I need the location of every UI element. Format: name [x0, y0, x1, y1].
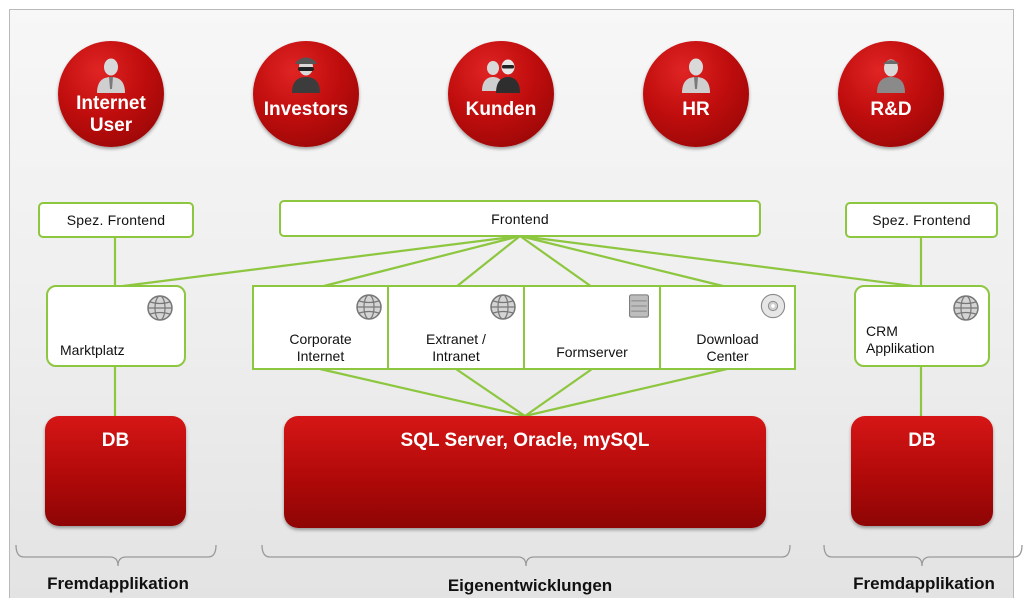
app-label: Download Center: [696, 331, 759, 364]
globe-icon: [147, 295, 173, 321]
app-crm: CRM Applikation: [854, 285, 990, 367]
user-label: HR: [682, 99, 710, 120]
user-hr: HR: [643, 41, 749, 147]
globe-icon: [490, 294, 516, 320]
app-download-center: Download Center: [661, 287, 794, 368]
user-label: Investors: [263, 99, 349, 120]
cd-icon: [760, 293, 786, 319]
frontend-right: Spez. Frontend: [845, 202, 998, 238]
user-internet-user: Internet User: [58, 41, 164, 147]
group-label-center: Eigenentwicklungen: [447, 576, 613, 595]
user-label: Internet User: [76, 93, 146, 136]
app-label: CRM Applikation: [866, 323, 935, 356]
db-label: DB: [908, 430, 936, 451]
user-label: Kunden: [465, 99, 537, 120]
group-person-icon: [482, 59, 520, 93]
frontend-center: Frontend: [279, 200, 761, 237]
frontend-left: Spez. Frontend: [38, 202, 194, 238]
app-marktplatz: Marktplatz: [46, 285, 186, 367]
person-icon: [97, 58, 125, 93]
user-investors: Investors: [253, 41, 359, 147]
server-icon: [629, 294, 649, 318]
app-label: Extranet / Intranet: [426, 331, 486, 364]
db-right: DB: [851, 416, 993, 526]
app-label: Marktplatz: [60, 342, 125, 358]
group-label-right: Fremdapplikation: [853, 574, 995, 593]
app-formserver: Formserver: [525, 287, 659, 368]
app-label: Corporate Internet: [289, 331, 352, 364]
db-label: SQL Server, Oracle, mySQL: [400, 430, 650, 451]
app-corporate-internet: Corporate Internet: [254, 287, 387, 368]
user-label: R&D: [870, 99, 912, 120]
globe-icon: [953, 295, 979, 321]
globe-icon: [356, 294, 382, 320]
user-kunden: Kunden: [448, 41, 554, 147]
app-label: Formserver: [556, 344, 628, 360]
app-extranet-intranet: Extranet / Intranet: [389, 287, 523, 368]
group-label-left: Fremdapplikation: [47, 574, 189, 593]
db-center: SQL Server, Oracle, mySQL: [284, 416, 766, 528]
user-rnd: R&D: [838, 41, 944, 147]
spy-person-icon: [292, 57, 320, 93]
db-label: DB: [101, 430, 130, 451]
person-cap-icon: [877, 59, 905, 93]
db-left: DB: [45, 416, 186, 526]
person-icon: [682, 58, 710, 93]
